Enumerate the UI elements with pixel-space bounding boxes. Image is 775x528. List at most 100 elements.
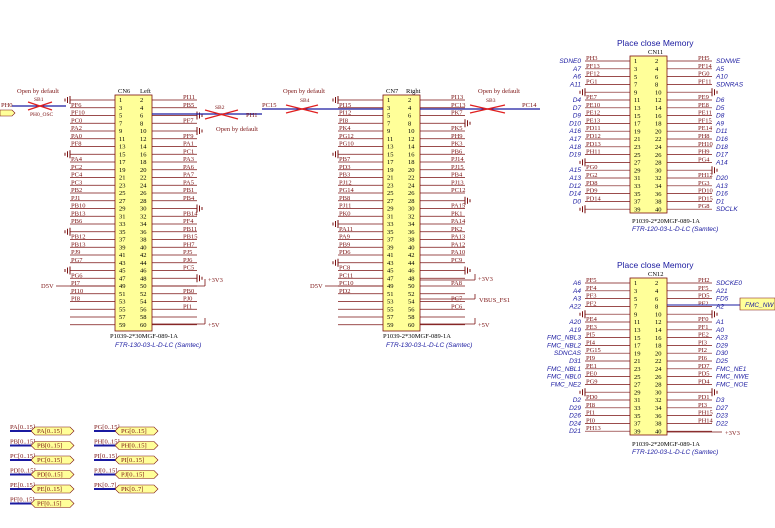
pin-number: 19 xyxy=(387,167,394,174)
bus-port[interactable]: PC[0..15]PC[0..15] xyxy=(10,453,75,465)
pin-number: 11 xyxy=(387,136,393,143)
signal-name: FMC_NOE xyxy=(716,381,748,388)
net-label: PD5 xyxy=(698,293,710,300)
pin-number: 19 xyxy=(634,350,641,357)
signal-name: D10 xyxy=(569,120,581,127)
net-label: PA0 xyxy=(71,133,82,140)
sb2-name: SB2 xyxy=(215,105,225,111)
net-label: PB9 xyxy=(339,241,350,248)
pin-number: 50 xyxy=(408,283,415,290)
pin-number: 7 xyxy=(634,82,638,89)
signal-name: D17 xyxy=(716,152,728,159)
pin-number: 9 xyxy=(387,128,390,135)
net-label: PG10 xyxy=(339,141,354,148)
cn12-model: FTR-120-03-L-D-LC (Samtec) xyxy=(632,449,718,456)
supply-cn6-d5v: D5V xyxy=(41,283,115,290)
net-label: PF0 xyxy=(698,316,708,323)
bus-port[interactable]: PK[0..7]PK[0..7] xyxy=(94,482,159,494)
pin-number: 17 xyxy=(387,159,394,166)
solder-bridge-sb3[interactable]: SB3 PC14 Open by default xyxy=(420,88,540,114)
solder-bridge-sb1[interactable]: PH0 SB1 PH0_OSC Open by default xyxy=(0,88,66,118)
bus-net-label: PC[0..15] xyxy=(10,453,35,460)
net-label: PD1 xyxy=(698,394,710,401)
pin-number: 37 xyxy=(119,237,126,244)
pin-number: 23 xyxy=(634,366,641,373)
signal-name: A14 xyxy=(715,159,728,166)
signal-name: A0 xyxy=(715,327,724,334)
signal-name: D2 xyxy=(573,397,582,404)
net-label: PG0 xyxy=(698,71,710,78)
net-label: PD9 xyxy=(586,188,598,195)
bus-net-label: PD[0..15] xyxy=(10,468,36,475)
supply-cn7-d5v: D5V xyxy=(310,283,383,290)
signal-name: A16 xyxy=(568,128,581,135)
solder-bridge-sb4[interactable]: PC15 SB4 Open by default xyxy=(262,88,383,114)
sb2-net-right: PH1 xyxy=(246,112,258,119)
net-label: PF6 xyxy=(71,102,82,109)
bus-port[interactable]: PI[0..15]PI[0..15] xyxy=(94,453,159,465)
net-label: PJ6 xyxy=(183,257,193,264)
net-label: PI6 xyxy=(698,355,708,362)
bus-port-label: PE[0..15] xyxy=(37,486,62,493)
signal-name: A15 xyxy=(568,167,581,174)
bus-port[interactable]: PA[0..15]PA[0..15] xyxy=(10,424,75,436)
pin-number: 4 xyxy=(140,105,144,112)
pin-number: 16 xyxy=(655,335,662,342)
bus-port[interactable]: PD[0..15]PD[0..15] xyxy=(10,468,75,479)
bus-port[interactable]: PF[0..15]PF[0..15] xyxy=(10,497,75,508)
net-label: PH11 xyxy=(586,149,601,156)
bus-port[interactable]: PB[0..15]PB[0..15] xyxy=(10,439,75,450)
net-label: PH5 xyxy=(698,55,710,62)
net-label: PH8 xyxy=(698,133,710,140)
pin-number: 29 xyxy=(119,206,126,213)
cn6-side: Left xyxy=(140,88,151,95)
bus-port[interactable]: PG[0..15]PG[0..15] xyxy=(94,424,159,436)
pin-number: 13 xyxy=(119,144,126,151)
pin-number: 24 xyxy=(655,144,662,151)
port-fmc-nwe[interactable]: FMC_NW xyxy=(667,297,775,311)
sb1-net-left: PH0 xyxy=(1,102,13,109)
pin-number: 40 xyxy=(408,244,415,251)
pin-number: 26 xyxy=(655,374,662,381)
signal-name: FMC_NE2 xyxy=(551,381,582,388)
net-label: PD15 xyxy=(698,195,713,202)
supply-cn6-3v3: +3V3 xyxy=(152,277,223,287)
pin-number: 31 xyxy=(634,397,641,404)
pin-number: 34 xyxy=(408,221,415,228)
solder-bridge-sb2[interactable]: SB2 PH1 Open by default xyxy=(152,105,262,133)
bus-port[interactable]: PJ[0..15]PJ[0..15] xyxy=(94,468,159,479)
bus-port[interactable]: PE[0..15]PE[0..15] xyxy=(10,482,75,494)
net-label: PJ15 xyxy=(451,164,464,171)
pin-number: 28 xyxy=(655,160,662,167)
supply-cn7-3v3: +3V3 xyxy=(420,274,493,283)
net-label: PK4 xyxy=(339,125,351,132)
net-label: PC6 xyxy=(451,303,463,310)
pin-number: 44 xyxy=(408,260,415,267)
pin-number: 54 xyxy=(408,299,415,306)
pin-number: 30 xyxy=(408,206,415,213)
cn12-part: P1039-2*20MGF-089-1A xyxy=(632,441,700,448)
pin-number: 11 xyxy=(634,97,640,104)
net-label: PB0 xyxy=(183,288,194,295)
net-label: PB11 xyxy=(183,226,197,233)
sb2-note: Open by default xyxy=(216,126,258,133)
pin-number: 2 xyxy=(140,97,143,104)
supply-cn12-3v3: +3V3 xyxy=(667,430,740,437)
net-label: PI2 xyxy=(698,347,707,354)
net-label: PA14 xyxy=(451,218,466,225)
bus-port-shape xyxy=(114,455,159,465)
cn12-heading: Place close Memory xyxy=(617,260,694,270)
pin-number: 53 xyxy=(119,299,126,306)
bus-port-label: PG[0..15] xyxy=(121,428,147,435)
bus-port[interactable]: PH[0..15]PH[0..15] xyxy=(94,439,159,450)
pin-number: 38 xyxy=(655,199,662,206)
fmc-nwe-label: FMC_NW xyxy=(745,302,774,309)
pin-number: 37 xyxy=(387,237,394,244)
signal-name: A13 xyxy=(568,175,581,182)
